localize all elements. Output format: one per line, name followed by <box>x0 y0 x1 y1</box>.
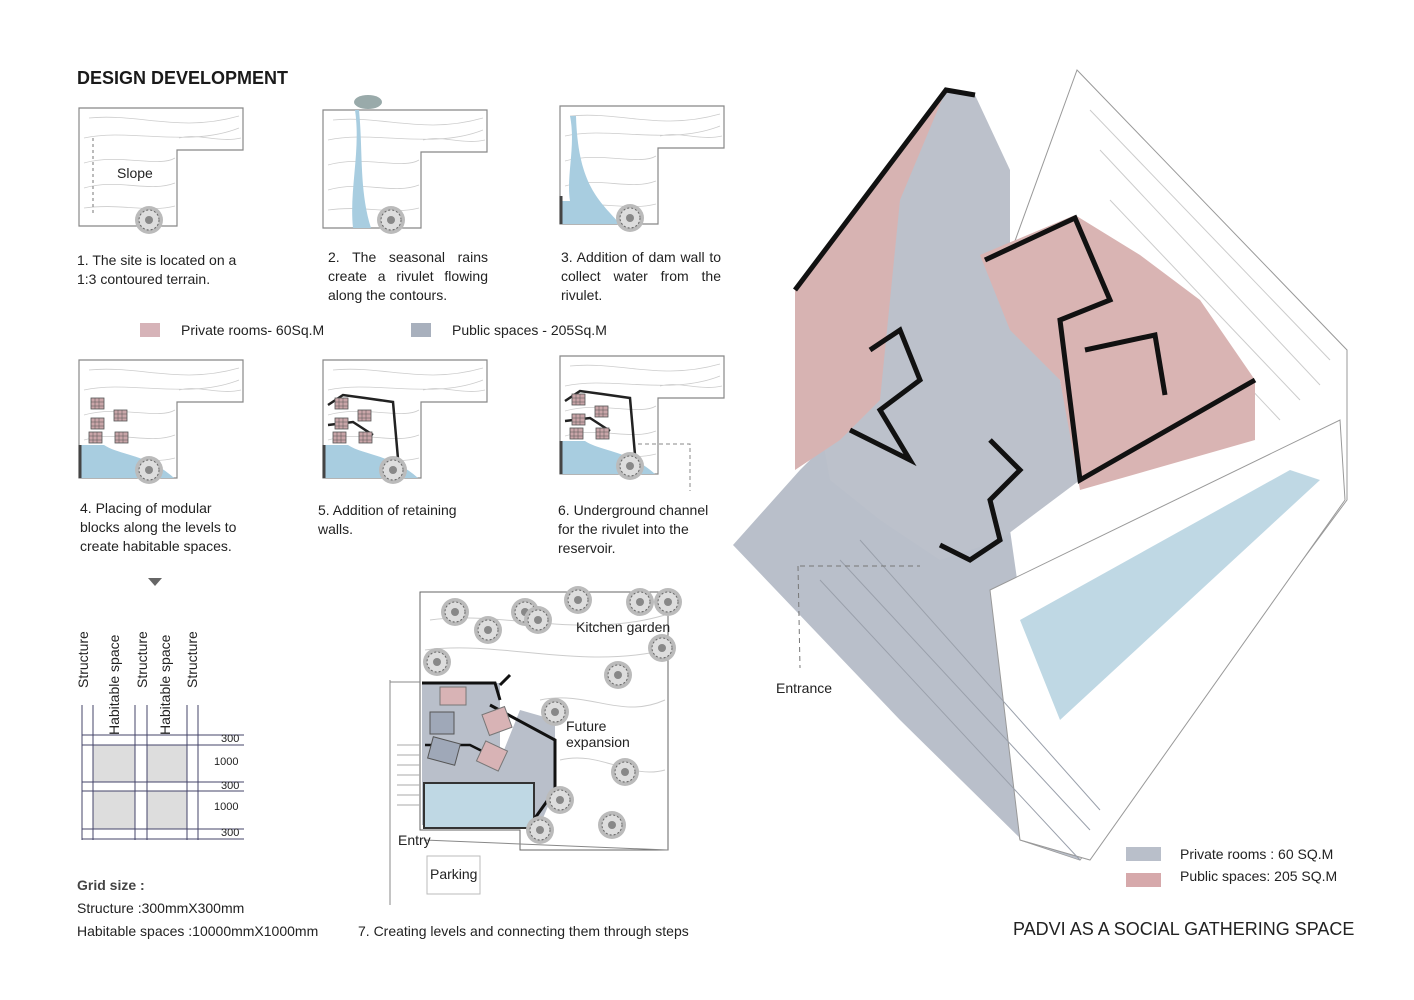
slope-label: Slope <box>117 165 153 181</box>
public-swatch <box>411 323 431 337</box>
site-diagram-1 <box>78 107 244 235</box>
legend-private: Private rooms- 60Sq.M <box>181 322 325 338</box>
page-title: DESIGN DEVELOPMENT <box>77 68 289 88</box>
grid-col-structure: Structure <box>134 631 150 688</box>
future-expansion-label: Future expansion <box>566 718 630 750</box>
site-diagram-5 <box>322 359 488 485</box>
structural-grid <box>81 705 244 840</box>
legend-public: Public spaces - 205Sq.M <box>452 322 607 338</box>
grid-dim: 1000 <box>214 756 239 768</box>
public-swatch <box>1126 873 1161 887</box>
step-5-caption: 5. Addition of retaining walls. <box>318 502 457 537</box>
grid-size-title: Grid size : <box>77 877 145 893</box>
private-swatch <box>1126 847 1161 861</box>
step-6-caption: 6. Underground channel for the rivulet i… <box>558 502 709 556</box>
entrance-label: Entrance <box>776 680 833 696</box>
grid-dim: 300 <box>221 733 240 745</box>
grid-col-structure: Structure <box>184 631 200 688</box>
site-plan <box>389 585 683 905</box>
grid-dim: 300 <box>221 827 240 839</box>
kitchen-garden-label: Kitchen garden <box>576 619 671 635</box>
down-arrow-icon <box>148 578 162 586</box>
legend-private: Private rooms : 60 SQ.M <box>1180 846 1334 862</box>
step-1-caption: 1. The site is located on a 1:3 contoure… <box>77 252 237 287</box>
site-diagram-4 <box>78 359 244 485</box>
step-3-caption: 3. Addition of dam wall to collect water… <box>561 249 721 303</box>
legend-public: Public spaces: 205 SQ.M <box>1180 868 1338 884</box>
site-diagram-2 <box>322 95 488 235</box>
grid-habitable-size: Habitable spaces :10000mmX1000mm <box>77 923 319 939</box>
step-4-caption: 4. Placing of modular blocks along the l… <box>80 500 237 554</box>
axonometric-view <box>733 69 1348 861</box>
grid-col-habitable: Habitable space <box>157 634 173 735</box>
step-7-caption: 7. Creating levels and connecting them t… <box>358 923 689 939</box>
grid-col-structure: Structure <box>75 631 91 688</box>
step-2-caption: 2. The seasonal rains create a rivulet f… <box>328 249 488 303</box>
private-swatch <box>140 323 160 337</box>
grid-structure-size: Structure :300mmX300mm <box>77 900 245 916</box>
grid-dim: 300 <box>221 780 240 792</box>
grid-col-habitable: Habitable space <box>106 634 122 735</box>
parking-label: Parking <box>430 866 478 882</box>
entry-label: Entry <box>398 832 431 848</box>
site-diagram-3 <box>559 105 725 233</box>
grid-dim: 1000 <box>214 801 239 813</box>
sheet-subtitle: PADVI AS A SOCIAL GATHERING SPACE <box>1013 919 1355 939</box>
site-diagram-6 <box>559 355 725 491</box>
